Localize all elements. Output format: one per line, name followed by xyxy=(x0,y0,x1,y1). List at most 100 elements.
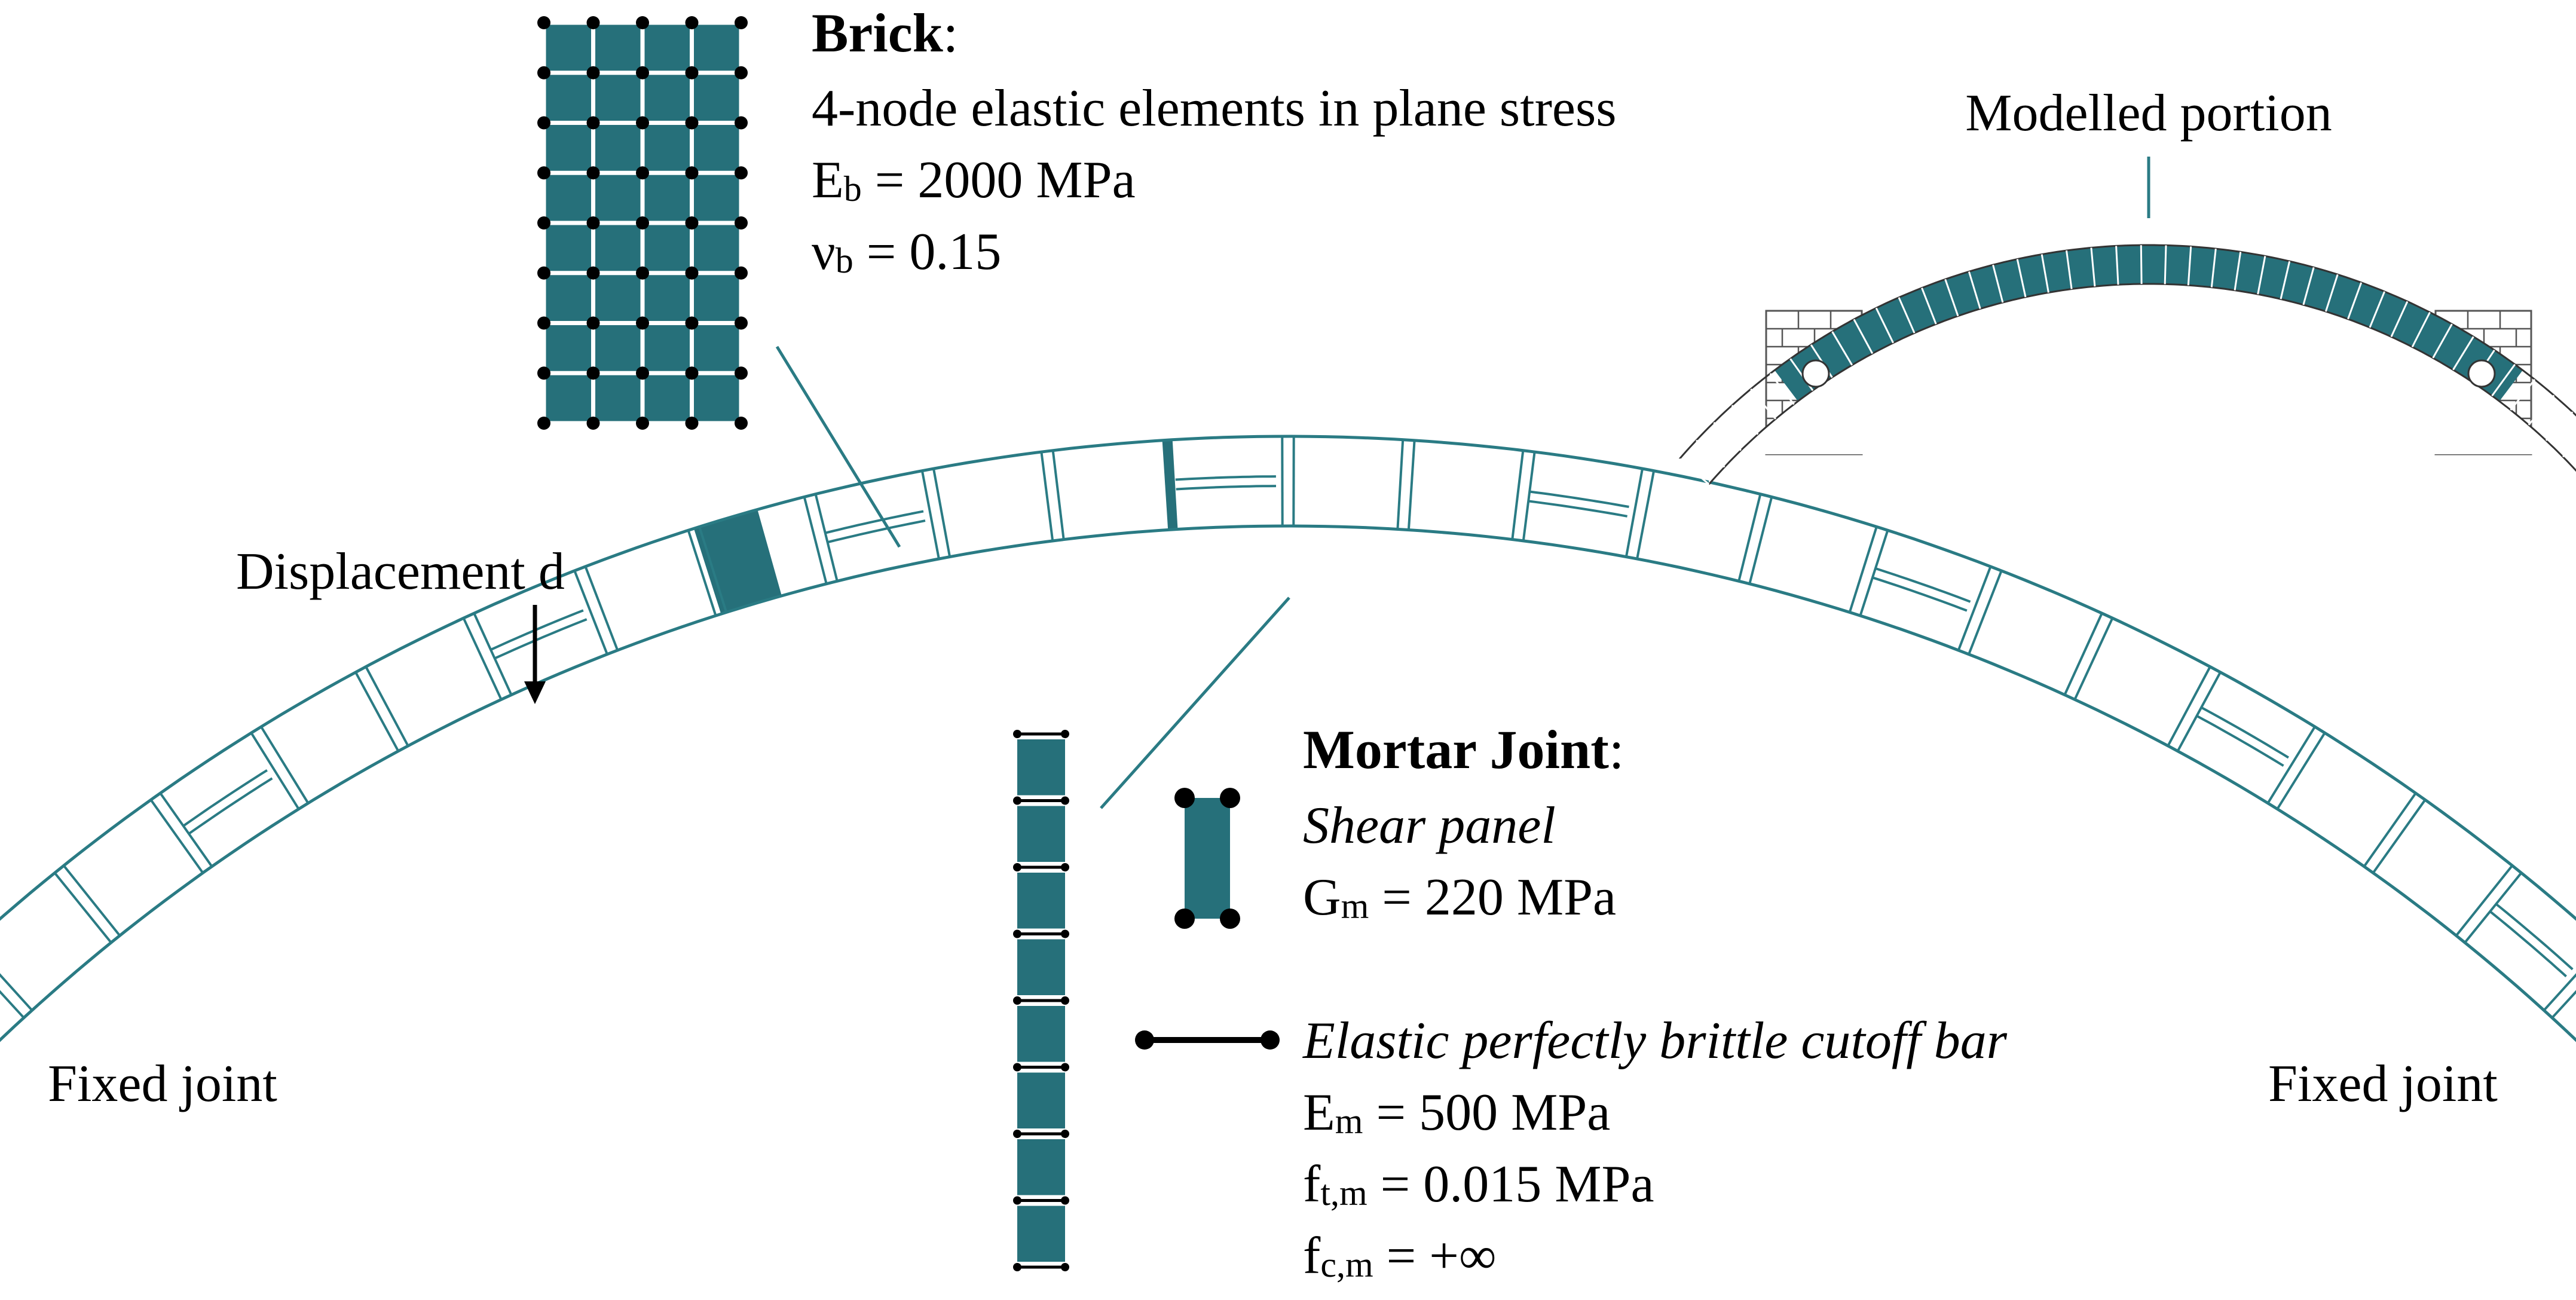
mesh-node xyxy=(685,216,699,230)
mesh-element xyxy=(644,125,690,171)
mesh-node xyxy=(735,366,748,380)
displacement-label: Displacement d xyxy=(236,543,565,601)
radial-joint-line xyxy=(1624,468,1644,557)
mesh-node xyxy=(636,417,649,430)
mesh-element xyxy=(644,25,690,71)
fixed-joint-label-left: Fixed joint xyxy=(48,1055,277,1113)
bed-joint-line xyxy=(182,769,268,827)
mortar-panel xyxy=(1017,1072,1065,1128)
bed-joint-line xyxy=(825,510,924,534)
mesh-node xyxy=(586,16,600,29)
mesh-element xyxy=(595,175,641,221)
mesh-node xyxy=(636,16,649,29)
brick-mesh-detail xyxy=(537,16,748,430)
highlighted-brick xyxy=(693,509,782,614)
mesh-element xyxy=(694,275,739,321)
radial-joint-line xyxy=(814,494,839,582)
radial-joint-line xyxy=(0,990,25,1019)
mesh-node xyxy=(586,116,600,130)
radial-joint-line xyxy=(1040,451,1054,542)
mesh-element xyxy=(694,375,739,421)
radial-joint-line xyxy=(1511,450,1525,540)
mesh-element xyxy=(595,275,641,321)
radial-joint-line xyxy=(2372,799,2427,874)
radial-joint-line xyxy=(1396,439,1405,530)
radial-joint-line xyxy=(159,792,213,867)
mesh-node xyxy=(735,166,748,180)
mesh-element xyxy=(546,75,591,121)
mortar-panel xyxy=(1017,739,1065,796)
radial-joint-line xyxy=(63,864,121,937)
mesh-node xyxy=(537,366,550,380)
mesh-node xyxy=(586,216,600,230)
brick-title: Brick: xyxy=(812,2,958,63)
mesh-node xyxy=(586,316,600,330)
mortar-leader-line xyxy=(1100,597,1290,809)
displacement-arrow xyxy=(524,605,546,704)
radial-joint-line xyxy=(2551,990,2576,1019)
mesh-node xyxy=(537,166,550,180)
mesh-node xyxy=(685,166,699,180)
mesh-element xyxy=(644,375,690,421)
mesh-node xyxy=(636,166,649,180)
mesh-node xyxy=(586,166,600,180)
mesh-node xyxy=(537,266,550,280)
mortar-joint-column xyxy=(1013,730,1069,1271)
mortar-shear-modulus: Gm = 220 MPa xyxy=(1303,868,1616,926)
mesh-element xyxy=(644,225,690,271)
mesh-node xyxy=(537,417,550,430)
radial-joint-line xyxy=(354,671,400,752)
bed-joint-line xyxy=(2196,714,2284,767)
mesh-node xyxy=(537,66,550,79)
radial-joint-line xyxy=(53,872,112,944)
radial-joint-line xyxy=(2543,973,2576,1011)
bed-joint-line xyxy=(1528,500,1627,518)
radial-joint-line xyxy=(2176,671,2222,752)
radial-joint-line xyxy=(1957,566,1992,651)
bed-joint-line xyxy=(1872,576,1968,612)
cutoff-bar-label: Elastic perfectly brittle cutoff bar xyxy=(1302,1012,2008,1070)
mesh-element xyxy=(694,175,739,221)
bed-joint-line xyxy=(188,777,273,835)
radial-joint-line xyxy=(260,726,310,804)
mesh-element xyxy=(694,25,739,71)
mesh-node xyxy=(685,316,699,330)
mesh-element xyxy=(546,175,591,221)
mesh-element xyxy=(546,25,591,71)
mortar-panel xyxy=(1017,939,1065,995)
radial-joint-line xyxy=(2276,732,2326,810)
mesh-node xyxy=(537,216,550,230)
bed-joint-line xyxy=(827,519,926,544)
mesh-node xyxy=(685,66,699,79)
mesh-node xyxy=(636,266,649,280)
mesh-element xyxy=(644,275,690,321)
bed-joint-line xyxy=(1529,490,1629,508)
mesh-node xyxy=(636,316,649,330)
radial-joint-line xyxy=(2167,666,2211,747)
mesh-node xyxy=(537,116,550,130)
radial-joint-line xyxy=(1848,526,1878,613)
mesh-element xyxy=(694,75,739,121)
mesh-element xyxy=(546,375,591,421)
mesh-element xyxy=(694,125,739,171)
mesh-element xyxy=(595,325,641,371)
mesh-element xyxy=(546,225,591,271)
modelled-portion-band xyxy=(1775,245,2523,402)
mesh-node xyxy=(685,266,699,280)
radial-joint-line xyxy=(0,973,33,1011)
mesh-node xyxy=(586,266,600,280)
arch-intrados xyxy=(0,524,2576,1042)
mesh-node xyxy=(537,316,550,330)
radial-joint-line xyxy=(473,613,513,696)
mesh-node xyxy=(636,66,649,79)
radial-joint-line xyxy=(584,566,619,651)
mesh-node xyxy=(586,417,600,430)
mesh-node xyxy=(685,417,699,430)
bed-joint-line xyxy=(2489,910,2567,978)
mortar-panel xyxy=(1017,806,1065,862)
mortar-panel xyxy=(1017,873,1065,929)
mesh-element xyxy=(595,75,641,121)
radial-joint-line xyxy=(149,799,204,874)
radial-joint-line xyxy=(1636,470,1656,559)
